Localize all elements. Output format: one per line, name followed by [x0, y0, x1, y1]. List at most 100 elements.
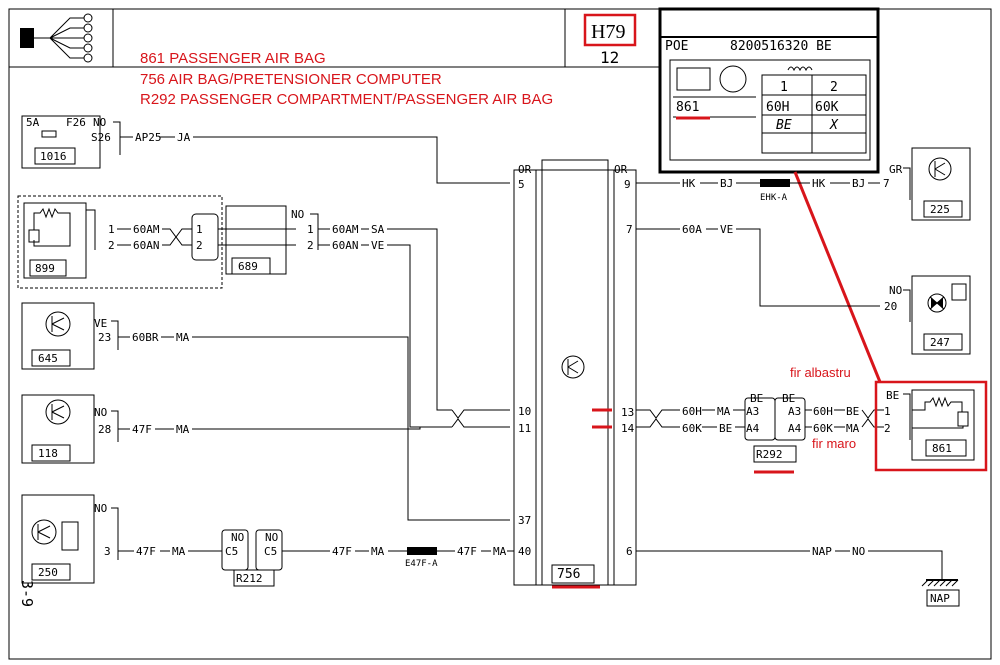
component-861: BE 1 2 861 [874, 380, 988, 472]
svg-text:C5: C5 [264, 545, 277, 558]
svg-text:28: 28 [98, 423, 111, 436]
svg-text:60K: 60K [682, 422, 702, 435]
annotation-brown-wire: fir maro [812, 436, 856, 451]
svg-text:MA: MA [493, 545, 507, 558]
svg-text:BJ: BJ [852, 177, 865, 190]
part-number: 8200516320 BE [730, 39, 832, 54]
svg-text:AP25: AP25 [135, 131, 162, 144]
svg-text:A4: A4 [746, 422, 760, 435]
svg-text:645: 645 [38, 352, 58, 365]
sheet-number: 12 [600, 48, 619, 67]
svg-text:NO: NO [889, 284, 902, 297]
svg-text:BE: BE [886, 389, 899, 402]
svg-text:5: 5 [518, 178, 525, 191]
component-756: 756 OR OR 5 10 11 37 40 9 7 13 14 6 [513, 159, 637, 589]
svg-text:7: 7 [626, 223, 633, 236]
legend-line-3: R292 PASSENGER COMPARTMENT/PASSENGER AIR… [140, 91, 553, 108]
part-r1a: 60H [766, 100, 789, 115]
svg-text:60AM: 60AM [332, 223, 359, 236]
svg-text:40: 40 [518, 545, 531, 558]
svg-text:NO: NO [94, 502, 107, 515]
sheet-code-box [583, 13, 637, 47]
svg-text:NO: NO [93, 116, 106, 129]
svg-text:A4: A4 [788, 422, 802, 435]
svg-text:OR: OR [614, 163, 628, 176]
pointer-line [793, 171, 882, 383]
svg-text:VE: VE [371, 239, 384, 252]
svg-text:60H: 60H [813, 405, 833, 418]
svg-text:BJ: BJ [720, 177, 733, 190]
svg-text:1016: 1016 [40, 150, 67, 163]
svg-text:60AN: 60AN [332, 239, 359, 252]
svg-text:MA: MA [172, 545, 186, 558]
svg-text:MA: MA [176, 331, 190, 344]
svg-text:118: 118 [38, 447, 58, 460]
svg-text:JA: JA [177, 131, 191, 144]
svg-text:60A: 60A [682, 223, 702, 236]
svg-text:BE: BE [846, 405, 859, 418]
svg-text:BE: BE [782, 392, 795, 405]
svg-text:E47F-A: E47F-A [405, 559, 438, 569]
svg-text:47F: 47F [132, 423, 152, 436]
svg-text:NO: NO [94, 406, 107, 419]
svg-text:MA: MA [717, 405, 731, 418]
svg-text:R292: R292 [756, 448, 783, 461]
svg-text:NAP: NAP [930, 592, 950, 605]
ground-nap: NAP NO NAP [636, 545, 960, 607]
svg-text:47F: 47F [136, 545, 156, 558]
connector-r292: 60H 60K MA BE BE BE A3 A4 A3 A4 R292 60H… [636, 392, 884, 474]
poe-label: POE [665, 39, 688, 54]
svg-text:23: 23 [98, 331, 111, 344]
svg-text:1: 1 [108, 223, 115, 236]
svg-text:GR: GR [889, 163, 903, 176]
svg-text:MA: MA [846, 422, 860, 435]
svg-text:6: 6 [626, 545, 633, 558]
connector-icon [20, 13, 93, 63]
svg-text:NO: NO [852, 545, 865, 558]
svg-text:60K: 60K [813, 422, 833, 435]
svg-text:BE: BE [750, 392, 763, 405]
svg-text:MA: MA [371, 545, 385, 558]
svg-text:1: 1 [196, 223, 203, 236]
svg-text:225: 225 [930, 203, 950, 216]
component-247: 60A VE NO 20 247 [636, 223, 971, 355]
annotation-blue-wire: fir albastru [790, 365, 851, 380]
svg-text:SA: SA [371, 223, 385, 236]
svg-text:2: 2 [307, 239, 314, 252]
svg-text:NO: NO [291, 208, 304, 221]
component-225: HK BJ EHK-A HK BJ GR 7 225 [636, 147, 971, 221]
svg-text:37: 37 [518, 514, 531, 527]
svg-text:F26: F26 [66, 116, 86, 129]
svg-text:9: 9 [624, 178, 631, 191]
component-1016: 1016 5A F26 NO S26 AP25 JA [21, 115, 510, 184]
part-col-2: 2 [830, 80, 838, 95]
svg-text:EHK-A: EHK-A [760, 193, 788, 203]
svg-text:689: 689 [238, 260, 258, 273]
svg-text:2: 2 [108, 239, 115, 252]
sheet-code: H79 [591, 21, 625, 43]
svg-text:1: 1 [884, 405, 891, 418]
svg-text:VE: VE [94, 317, 107, 330]
svg-text:BE: BE [719, 422, 732, 435]
svg-text:20: 20 [884, 300, 897, 313]
svg-text:247: 247 [930, 336, 950, 349]
svg-text:60AM: 60AM [133, 223, 160, 236]
part-col-1: 1 [780, 80, 788, 95]
part-r1b: 60K [815, 100, 839, 115]
svg-text:47F: 47F [332, 545, 352, 558]
svg-text:HK: HK [812, 177, 826, 190]
part-r2b: X [829, 118, 839, 133]
svg-text:756: 756 [557, 567, 580, 582]
part-box: POE 8200516320 BE 861 1 2 60H 60K BE X [658, 7, 880, 174]
svg-text:2: 2 [196, 239, 203, 252]
legend-line-2: 756 AIR BAG/PRETENSIONER COMPUTER [140, 71, 442, 88]
legend-line-1: 861 PASSENGER AIR BAG [140, 50, 326, 67]
svg-text:OR: OR [518, 163, 532, 176]
svg-text:60AN: 60AN [133, 239, 160, 252]
svg-text:MA: MA [176, 423, 190, 436]
frame [8, 8, 992, 660]
svg-text:899: 899 [35, 262, 55, 275]
component-250: 250 NO 3 47F MA NO NO C5 C5 R212 47F MA … [21, 494, 514, 587]
svg-text:VE: VE [720, 223, 733, 236]
